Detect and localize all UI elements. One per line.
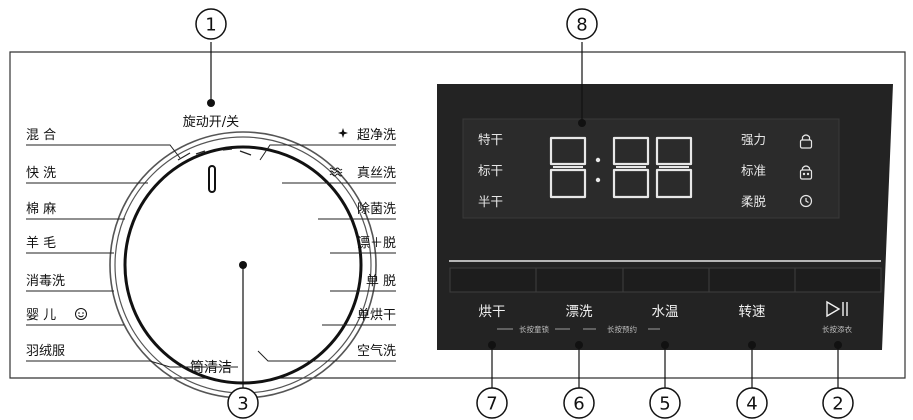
callout-lines [210,42,839,390]
callout-badges: 1 8 3 7 6 5 4 2 [195,8,854,419]
programs-right: 超净洗 真丝洗 除菌洗 漂＋脱 单 脱 单烘干 空气洗 [357,128,396,359]
callout-6: 6 [573,394,584,415]
spin-mode-gentle: 柔脱 [741,194,767,209]
drum-clean-label[interactable]: 筒清洁 [190,359,232,376]
callout-1-circle [195,8,227,40]
callout-6-circle [563,387,595,419]
program-down-jacket[interactable]: 羽绒服 [26,344,65,359]
program-quick-wash[interactable]: 快 洗 [26,166,56,181]
lock-icon [799,134,813,149]
program-baby[interactable]: 婴 儿 [26,308,56,323]
spin-mode-strong: 强力 [741,132,766,147]
callout-8: 8 [576,15,587,36]
callout-4-circle [736,387,768,419]
hint-child-lock: 长按童锁 [519,324,549,334]
program-spin-only[interactable]: 单 脱 [366,274,396,289]
dry-level-half: 半干 [478,194,503,209]
dry-level-standard: 标干 [478,163,503,178]
program-dry-only[interactable]: 单烘干 [357,308,396,323]
program-silk[interactable]: 真丝洗 [357,166,396,181]
program-mixed[interactable]: 混 合 [26,128,56,143]
programs-left: 混 合 快 洗 棉 麻 羊 毛 消毒洗 婴 儿 羽绒服 [26,128,65,359]
rinse-button[interactable]: 漂洗 [566,304,594,320]
program-ultra-clean[interactable]: 超净洗 [357,128,396,143]
left-leader-lines [26,144,238,368]
program-air-wash[interactable]: 空气洗 [357,343,396,359]
program-rinse-spin[interactable]: 漂＋脱 [357,235,396,251]
callout-5: 5 [659,394,670,415]
callout-dots [207,99,842,349]
spin-speed-button[interactable]: 转速 [739,304,766,320]
program-cotton-linen[interactable]: 棉 麻 [26,202,56,217]
knob-label: 旋动开/关 [183,115,239,130]
right-leader-lines [257,144,396,362]
colon-bottom [595,177,601,183]
program-wool[interactable]: 羊 毛 [26,235,56,251]
callout-8-circle [566,8,598,40]
digit-2 [612,136,650,199]
callout-7: 7 [486,394,497,415]
callout-2: 2 [832,394,843,415]
clock-icon [799,194,813,208]
silk-wave-icon [329,167,343,177]
callout-3: 3 [237,394,248,415]
digit-3 [655,136,693,199]
program-antibacterial[interactable]: 除菌洗 [357,202,396,217]
touch-button-strip [449,267,882,293]
program-sanitize[interactable]: 消毒洗 [26,274,65,289]
play-pause-icon[interactable] [826,300,848,318]
callout-7-circle [476,387,508,419]
callout-3-circle [227,387,259,419]
sparkle-icon [338,128,348,138]
lcd-window [462,118,840,219]
seven-segment-display [549,136,693,199]
callout-1: 1 [205,15,216,36]
hint-schedule: 长按预约 [607,324,637,334]
spin-mode-standard: 标准 [741,163,766,178]
child-lock-icon [799,165,813,180]
colon-top [595,157,601,163]
digit-1 [549,136,587,199]
water-temp-button[interactable]: 水温 [652,304,679,320]
dry-level-extra: 特干 [478,132,503,147]
callout-5-circle [649,387,681,419]
baby-face-icon [75,308,87,320]
callout-2-circle [822,387,854,419]
dry-button[interactable]: 烘干 [479,304,506,320]
hint-add-clothes: 长按添衣 [822,324,852,334]
callout-4: 4 [746,394,757,415]
knob-pointer [208,165,216,193]
